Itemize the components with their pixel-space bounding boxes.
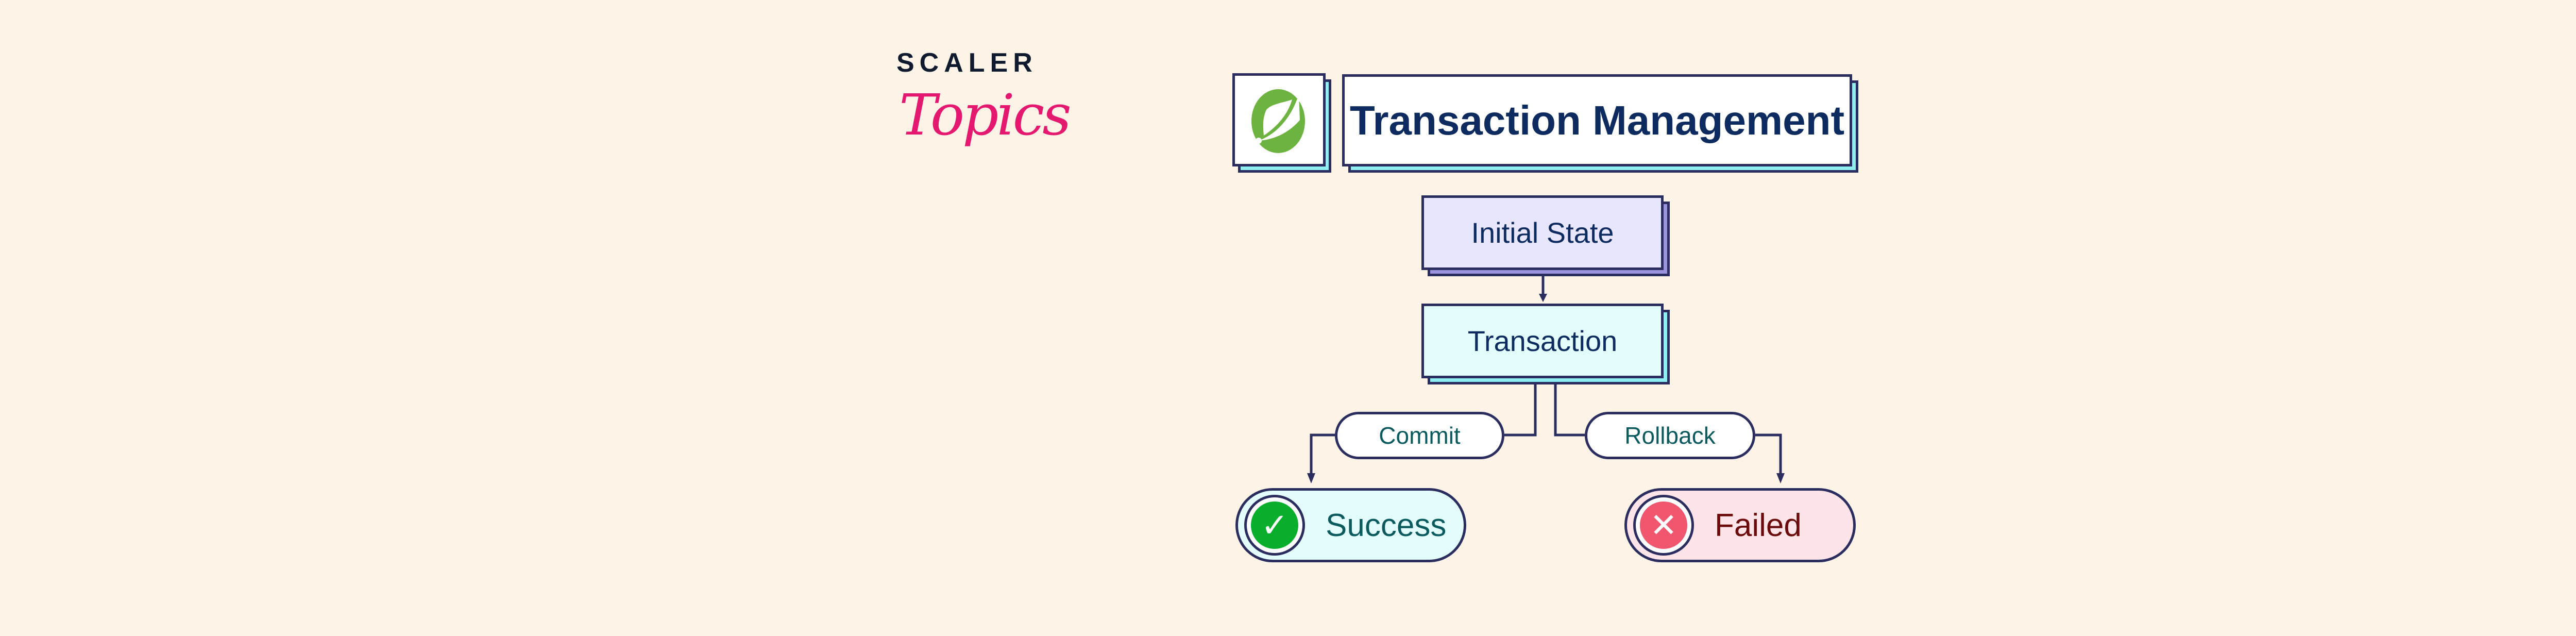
page-title: Transaction Management: [1349, 97, 1845, 143]
spring-leaf-icon: [1251, 89, 1305, 153]
spring-icon-box: [1232, 73, 1326, 166]
title-box: Transaction Management: [1342, 74, 1852, 166]
edge-label-commit: Commit: [1335, 412, 1504, 459]
connector-commit-success: [1310, 433, 1335, 474]
edge-label-rollback: Rollback: [1585, 412, 1755, 459]
outcome-success: ✓ Success: [1235, 488, 1466, 562]
success-icon-ring: ✓: [1244, 495, 1305, 556]
check-icon: ✓: [1251, 501, 1298, 549]
logo-topics-text: Topics: [899, 82, 1072, 148]
connector-commit: [1504, 378, 1537, 437]
arrow-head: [1307, 473, 1315, 483]
connector-rollback-failed: [1755, 433, 1782, 474]
x-icon: ✕: [1640, 501, 1687, 549]
commit-label: Commit: [1379, 422, 1461, 449]
success-label: Success: [1326, 507, 1447, 543]
failed-icon-ring: ✕: [1633, 495, 1694, 556]
outcome-failed: ✕ Failed: [1624, 488, 1856, 562]
failed-label: Failed: [1715, 507, 1802, 543]
node-initial-state: Initial State: [1421, 195, 1664, 270]
connector-rollback: [1554, 378, 1585, 437]
node-transaction-label: Transaction: [1467, 325, 1618, 357]
rollback-label: Rollback: [1624, 422, 1716, 449]
node-transaction: Transaction: [1421, 304, 1664, 378]
arrow-head: [1539, 294, 1547, 302]
logo-scaler-text: SCALER: [896, 48, 1038, 78]
node-initial-state-label: Initial State: [1471, 216, 1614, 249]
arrow-head: [1776, 473, 1785, 483]
